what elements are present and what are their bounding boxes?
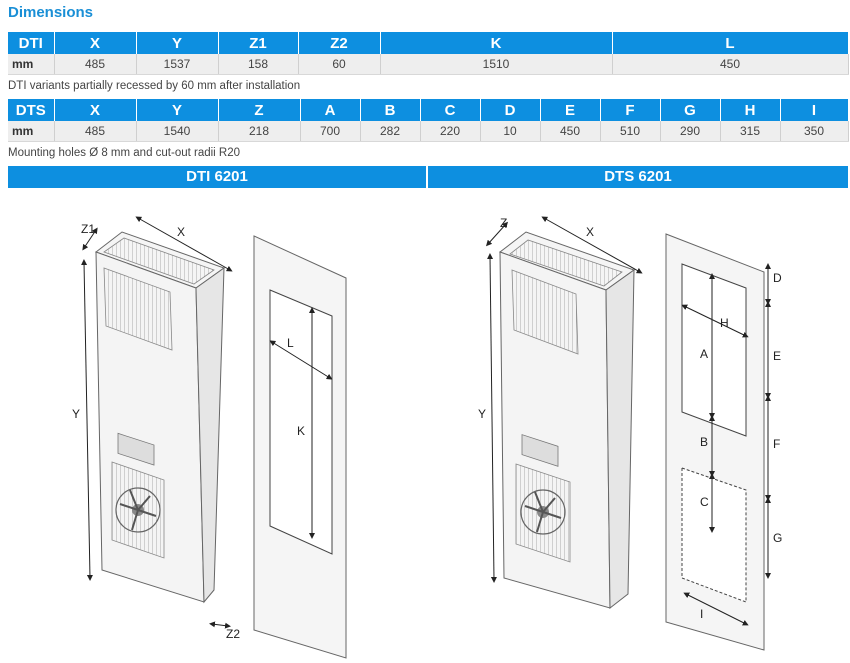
dts-header-cell: I (780, 99, 849, 121)
dts-value-cell: 315 (720, 121, 781, 142)
dts-value-cell: 485 (54, 121, 137, 142)
dts-label-b: B (700, 435, 708, 449)
dti-note: DTI variants partially recessed by 60 mm… (8, 80, 301, 92)
dti-label-l: L (287, 336, 294, 350)
dti-value-cell: 450 (612, 54, 849, 75)
dts-header-cell: Z (218, 99, 301, 121)
dts-value-cell: 10 (480, 121, 541, 142)
dts-header-cell: E (540, 99, 601, 121)
dts-value-row: mm 485 1540 218 700 282 220 10 450 510 2… (8, 121, 849, 142)
dts-header-cell: C (420, 99, 481, 121)
dti-header-cell: Z1 (218, 32, 299, 54)
dts-header-cell: A (300, 99, 361, 121)
dts-header-cell: DTS (8, 99, 55, 121)
dti-cutout-panel (253, 235, 347, 659)
dts-value-cell: 220 (420, 121, 481, 142)
dti-label-x: X (177, 225, 185, 239)
dts-value-cell: 218 (218, 121, 301, 142)
page-title: Dimensions (8, 4, 94, 21)
model-bar-dti: DTI 6201 (8, 166, 426, 188)
dts-header-cell: D (480, 99, 541, 121)
dts-header-row: DTS X Y Z A B C D E F G H I (8, 99, 849, 121)
dti-header-cell: L (612, 32, 849, 54)
dts-value-cell: 1540 (136, 121, 219, 142)
dts-value-cell: 350 (780, 121, 849, 142)
dti-dimension-lines (81, 216, 233, 629)
dti-header-cell: Z2 (298, 32, 381, 54)
dti-header-cell: DTI (8, 32, 55, 54)
dts-label-z: Z (500, 216, 507, 230)
dts-unit-drawing (498, 231, 636, 610)
dts-header-cell: B (360, 99, 421, 121)
dts-header-cell: F (600, 99, 661, 121)
dts-dimension-table: DTS X Y Z A B C D E F G H I mm 485 1540 … (8, 99, 849, 142)
dts-cutout-panel (665, 233, 771, 651)
dti-header-row: DTI X Y Z1 Z2 K L (8, 32, 849, 54)
dts-label-c: C (700, 495, 709, 509)
dti-header-cell: K (380, 32, 613, 54)
dts-dimension-lines (485, 216, 643, 583)
dti-value-cell: 1537 (136, 54, 219, 75)
dts-header-cell: H (720, 99, 781, 121)
dts-label-i: I (700, 607, 703, 621)
dts-value-cell: 450 (540, 121, 601, 142)
dti-label-z2: Z2 (226, 627, 240, 641)
dti-label-k: K (297, 424, 305, 438)
dts-note: Mounting holes Ø 8 mm and cut-out radii … (8, 147, 241, 159)
dts-label-d: D (773, 271, 782, 285)
dti-header-cell: X (54, 32, 137, 54)
dts-header-cell: X (54, 99, 137, 121)
dti-label-y: Y (72, 407, 80, 421)
dts-label-x: X (586, 225, 594, 239)
dts-header-cell: G (660, 99, 721, 121)
dts-value-cell: 282 (360, 121, 421, 142)
dts-value-cell: 290 (660, 121, 721, 142)
dti-label-z1: Z1 (81, 222, 95, 236)
dti-value-cell: 60 (298, 54, 381, 75)
dti-header-cell: Y (136, 32, 219, 54)
dts-label-e: E (773, 349, 781, 363)
dts-label-y: Y (478, 407, 486, 421)
dti-dimension-table: DTI X Y Z1 Z2 K L mm 485 1537 158 60 151… (8, 32, 849, 75)
dti-value-cell: 485 (54, 54, 137, 75)
dts-unit-cell: mm (8, 121, 55, 142)
dts-value-cell: 700 (300, 121, 361, 142)
dts-label-f: F (773, 437, 780, 451)
dts-header-cell: Y (136, 99, 219, 121)
dti-value-cell: 158 (218, 54, 299, 75)
dts-label-a: A (700, 347, 708, 361)
technical-drawings: Z1 X Y Z2 L K Z X Y (72, 216, 782, 659)
dti-unit-drawing (94, 231, 226, 604)
dti-value-cell: 1510 (380, 54, 613, 75)
dti-value-row: mm 485 1537 158 60 1510 450 (8, 54, 849, 75)
dts-label-g: G (773, 531, 782, 545)
dts-label-h: H (720, 316, 729, 330)
dti-unit-cell: mm (8, 54, 55, 75)
dts-value-cell: 510 (600, 121, 661, 142)
model-bar-dts: DTS 6201 (428, 166, 848, 188)
